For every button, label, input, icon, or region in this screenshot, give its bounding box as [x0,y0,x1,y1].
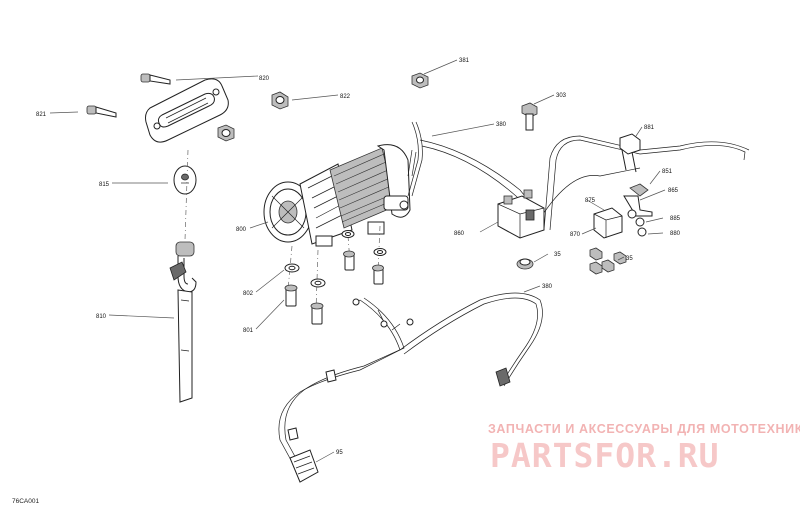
callout-815: 815 [99,182,110,188]
callout-875: 875 [585,198,596,204]
wiring-harness-380 [278,292,543,463]
callout-380-lower: 380 [542,284,553,290]
callout-35-right: 35 [626,256,633,262]
contactor-860 [497,189,545,239]
fairlead-plate [145,78,229,143]
diagram-reference-code: 76CA001 [12,498,40,505]
callout-880: 880 [670,231,681,237]
callout-95: 95 [336,450,343,456]
callout-810: 810 [96,314,107,320]
callout-822: 822 [340,94,351,100]
callout-870: 870 [570,232,581,238]
roller-disc-815 [173,165,197,195]
callout-labels: 820 822 821 815 800 802 801 810 381 303 … [36,58,681,456]
fairlead-assembly [86,73,289,403]
callout-35-left: 35 [554,252,561,258]
callout-381: 381 [459,58,470,64]
nuts-35-cluster [589,247,627,275]
winch-body-800 [263,144,411,247]
nut-822-upper [271,91,289,110]
callout-885: 885 [670,216,681,222]
bolt-801-d [372,264,384,285]
callout-821: 821 [36,112,47,118]
bolt-303 [521,102,538,131]
callout-380-upper: 380 [496,122,507,128]
winch-cables-380 [407,121,750,231]
callout-881: 881 [644,125,655,131]
callout-851: 851 [662,169,673,175]
grommet-35 [516,258,534,270]
connector-95 [289,449,319,483]
callout-860: 860 [454,231,465,237]
nut-381 [411,72,429,89]
bolt-801-c [343,250,355,271]
watermark-tagline: ЗАПЧАСТИ И АКСЕССУАРЫ ДЛЯ МОТОТЕХНИКИ [488,422,800,436]
winch-strap-810 [177,289,193,403]
bolt-801-a [284,284,298,307]
watermark-logo: PARTSFOR.RU [490,436,720,475]
bolt-821 [86,105,117,118]
bolt-820 [140,73,171,85]
callout-800: 800 [236,227,247,233]
callout-865: 865 [668,188,679,194]
leader-lines [49,59,666,463]
callout-820: 820 [259,76,270,82]
nut-822-lower [217,124,235,142]
mount-hardware-801-802 [284,225,387,325]
callout-303: 303 [556,93,567,99]
callout-802: 802 [243,291,254,297]
winch-hook [169,241,197,293]
callout-801: 801 [243,328,254,334]
switch-bracket-assembly [589,133,653,275]
bolt-801-b [310,302,324,325]
